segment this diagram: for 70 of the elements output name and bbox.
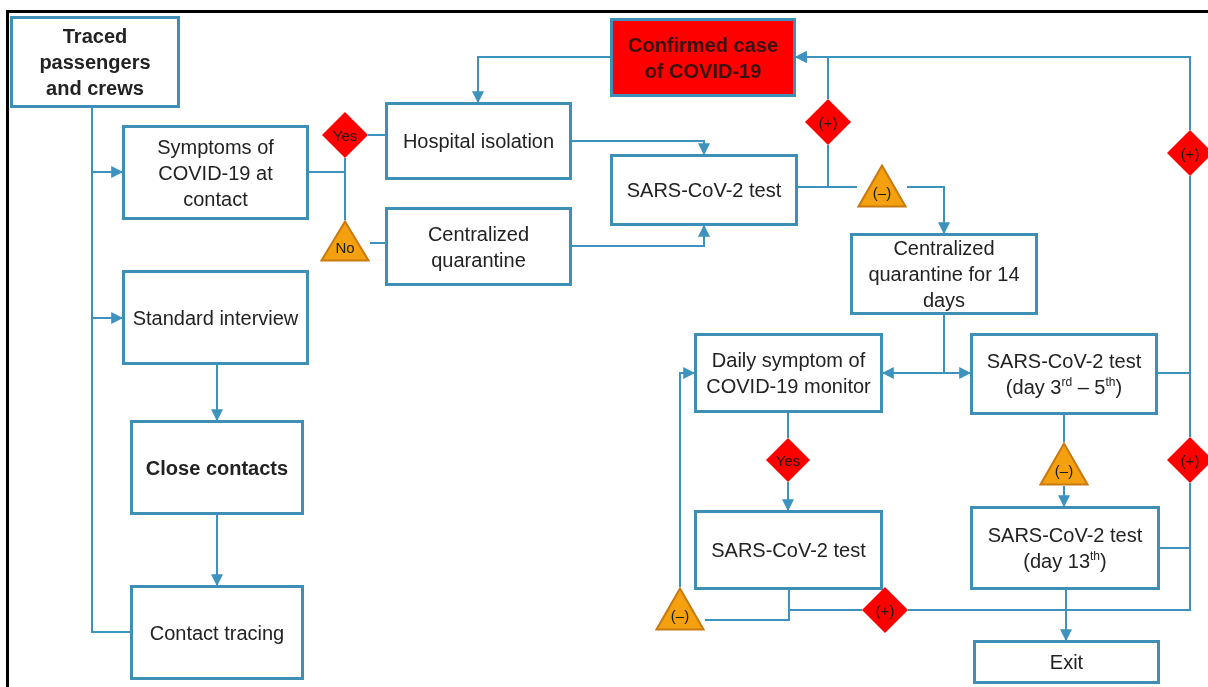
process-box [970,506,1160,590]
process-box [850,233,1038,315]
box-label: Close contacts [145,455,289,481]
decision-label: (–) [670,606,690,624]
process-box [973,640,1160,684]
process-box [610,154,798,226]
box-label: Exit [1049,650,1084,675]
arrow [472,56,611,104]
arrow [571,140,710,156]
decision-label: No [335,238,355,256]
arrow [794,51,1191,131]
negative-triangle [655,587,705,631]
decision-label: (+) [1180,451,1200,469]
box-label: Daily symptom of COVID-19 monitor [705,348,872,399]
decision-label: (–) [1054,461,1074,479]
box-label: Symptoms of COVID-19 at contact [156,134,275,212]
box-label: Confirmed case of COVID-19 [626,32,780,84]
connector-line [308,171,346,221]
process-box [694,333,883,413]
process-box [130,420,304,515]
decision-diamond [1167,130,1208,176]
result-box [610,18,796,97]
decision-label: Yes [332,126,358,144]
decision-diamond [766,438,810,482]
box-label: SARS-CoV-2 test [711,538,866,563]
arrow [906,186,950,235]
process-box [385,102,572,180]
process-box [970,333,1158,415]
process-box [385,207,572,286]
arrow [782,481,794,512]
box-label: Contact tracing [149,620,285,646]
decision-label: (+) [818,113,838,131]
decision-diamond [862,587,908,633]
arrow [211,514,223,587]
decision-diamond [322,112,368,158]
box-label: Centralized quarantine for 14 days [867,236,1021,313]
connector-line [369,242,386,244]
decision-diamond [1167,437,1208,483]
arrow [571,224,710,247]
arrow [1060,589,1072,642]
box-label: SARS-CoV-2 test [626,178,782,203]
connector-line [797,186,858,188]
decision-label: (+) [1180,144,1200,162]
arrow [1058,485,1070,508]
negative-triangle [1039,442,1089,486]
box-label: Hospital isolation [402,129,555,154]
arrow [679,367,696,588]
arrow [211,364,223,422]
decision-label: (–) [872,183,892,201]
box-label: SARS-CoV-2 test (day 3$^{rd}$ – 5$^{th}$) [985,349,1143,400]
box-label: Centralized quarantine [426,221,531,273]
box-label: Standard interview [132,305,299,331]
arrow [943,314,972,379]
process-box [122,270,309,365]
negative-triangle [320,220,370,262]
decision-diamond [805,99,851,145]
negative-triangle [857,164,907,208]
box-label: SARS-CoV-2 test (day 13$^{th}$) [986,523,1144,574]
decision-label: (+) [875,601,895,619]
process-box [122,125,309,220]
process-box [10,16,180,108]
connector-line [367,134,386,136]
connector-line [788,589,863,611]
connector-line [1063,414,1065,443]
decision-label: Yes [775,451,801,469]
connector-line [787,412,789,439]
box-label: Traced passengers and crews [38,24,152,101]
process-box [694,510,883,590]
process-box [130,585,304,680]
connector-line [1189,175,1191,438]
